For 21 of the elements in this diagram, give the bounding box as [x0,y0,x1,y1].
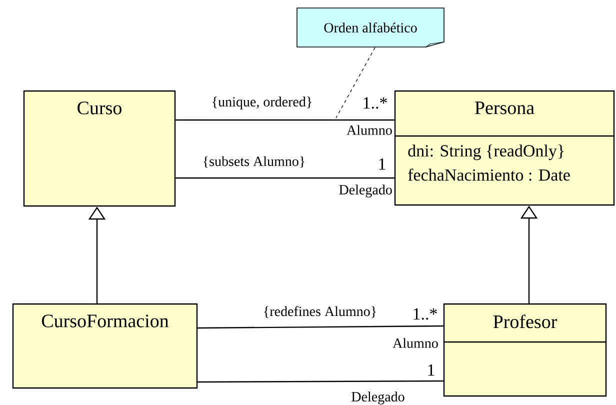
multiplicity: 1 [379,158,386,170]
role-name: Delegado [352,392,404,404]
association-line [198,380,444,383]
multiplicity: 1..* [364,97,387,109]
edge-label: {redefines Alumno} [264,306,376,318]
class-box: Persona dni: String {readOnly} fechaNacimiento : Date [394,90,615,206]
multiplicity: 1..* [414,308,437,320]
association-line [198,325,444,329]
association-line [176,177,394,179]
class-box: Curso [23,90,176,207]
role-name: Alumno [392,338,438,348]
class-box: CursoFormacion [12,303,198,389]
class-box: Profesor [443,303,607,397]
multiplicity: 1 [428,364,434,376]
note-box: Orden alfabético [296,8,444,48]
edge-label: {unique, ordered} [212,96,312,110]
role-name: Delegado [339,184,392,198]
edge-label: {subsets Alumno} [204,156,304,168]
association-line [176,119,394,121]
role-name: Alumno [346,125,392,135]
leader-line [336,47,376,118]
